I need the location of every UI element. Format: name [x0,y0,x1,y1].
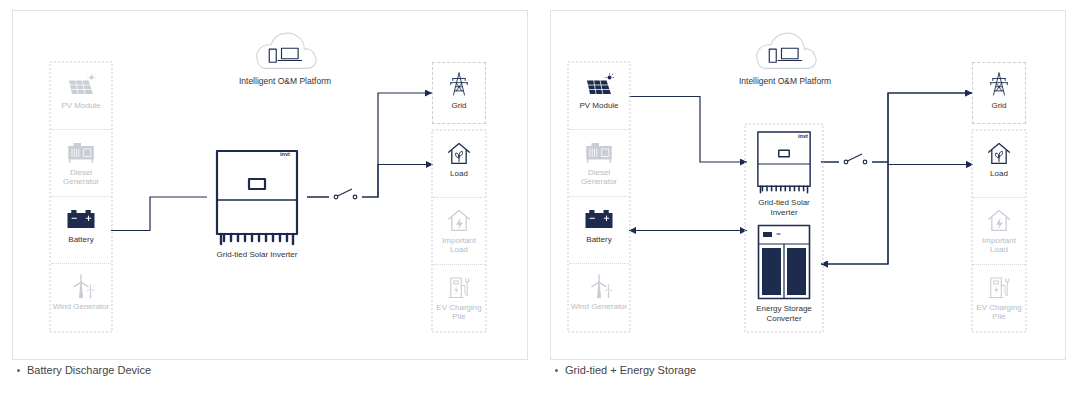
component-cell: EV Charging Pile [973,265,1025,331]
component-cell: Wind Generator [569,264,629,331]
load-column [972,130,1026,332]
component-cell: Load [433,131,485,198]
ev-icon [984,275,1014,299]
source-column [50,62,112,332]
power-connector [307,165,433,198]
node-label: EV Charging Pile [973,303,1025,321]
node-label: Important Load [973,236,1025,254]
inverter-icon [214,148,300,246]
cloud-icon [250,28,320,72]
node-label: Important Load [433,236,485,254]
node-label: PV Module [569,101,629,110]
power-connector [821,93,972,264]
node-label: Wind Generator [569,302,629,311]
device-box: Energy Storage Converter [747,222,821,325]
switch-symbol [839,151,872,165]
switch-symbol [329,186,362,200]
node-label: Grid [433,101,485,110]
scenario-panel: Battery Discharge DevicePV ModuleDiesel … [12,10,528,360]
brand-logo: invt [280,152,290,158]
node-label: Battery [569,235,629,244]
caption: Grid-tied + Energy Storage [565,364,696,376]
node-label: Energy Storage Converter [747,304,821,325]
cloud-platform: Intelligent O&M Platform [720,28,850,86]
component-cell: PV Module [569,63,629,130]
component-cell: Diesel Generator [51,130,111,197]
component-cell: Battery [51,197,111,264]
ev-icon [444,275,474,299]
component-cell: EV Charging Pile [433,265,485,331]
component-cell: Diesel Generator [569,130,629,197]
power-connector [307,93,432,197]
node-label: Grid-tied Solar Inverter [207,250,307,262]
power-connector [821,165,973,265]
node-label: Intelligent O&M Platform [720,76,850,86]
node-label: Diesel Generator [569,168,629,186]
brand-logo: invt [798,134,808,140]
node-label: EV Charging Pile [433,303,485,321]
power-connector [629,230,747,231]
diesel-icon [584,140,614,164]
node-label: Diesel Generator [51,168,111,186]
load-icon [444,141,474,165]
device-group [745,124,823,332]
cloud-platform: Intelligent O&M Platform [220,28,350,86]
converter-icon [757,224,811,300]
caption: Battery Discharge Device [27,364,151,376]
component-cell: Wind Generator [51,264,111,331]
power-connector [111,197,207,231]
component-cell: Battery [569,197,629,264]
grid-box: Grid [432,62,486,124]
source-column [568,62,630,332]
battery-icon [584,207,614,231]
pv-icon [66,73,96,97]
node-label: Wind Generator [51,302,111,311]
wind-icon [584,274,614,298]
grid-icon [988,71,1010,97]
node-label: Grid-tied Solar Inverter [747,198,821,219]
scenario-panel: Grid-tied + Energy StoragePV ModuleDiese… [550,10,1066,360]
cloud-icon [750,28,820,72]
component-cell: Important Load [433,198,485,265]
grid-box: Grid [972,62,1026,124]
device-box: Grid-tied Solar Inverter [207,146,307,262]
diesel-icon [66,140,96,164]
node-label: Load [433,169,485,178]
battery-icon [66,207,96,231]
component-cell: Load [973,131,1025,198]
grid-icon [448,71,470,97]
imp-icon [444,208,474,232]
component-cell: PV Module [51,63,111,130]
node-label: Intelligent O&M Platform [220,76,350,86]
node-label: Grid [973,101,1025,110]
inverter-icon [754,130,814,194]
wind-icon [66,274,96,298]
caption-bullet [555,369,558,372]
caption-bullet [17,369,20,372]
pv-icon [584,73,614,97]
load-icon [984,141,1014,165]
node-label: Battery [51,235,111,244]
node-label: PV Module [51,101,111,110]
load-column [432,130,486,332]
imp-icon [984,208,1014,232]
power-connector [629,97,747,163]
node-label: Load [973,169,1025,178]
device-box: Grid-tied Solar Inverter [747,128,821,219]
component-cell: Important Load [973,198,1025,265]
